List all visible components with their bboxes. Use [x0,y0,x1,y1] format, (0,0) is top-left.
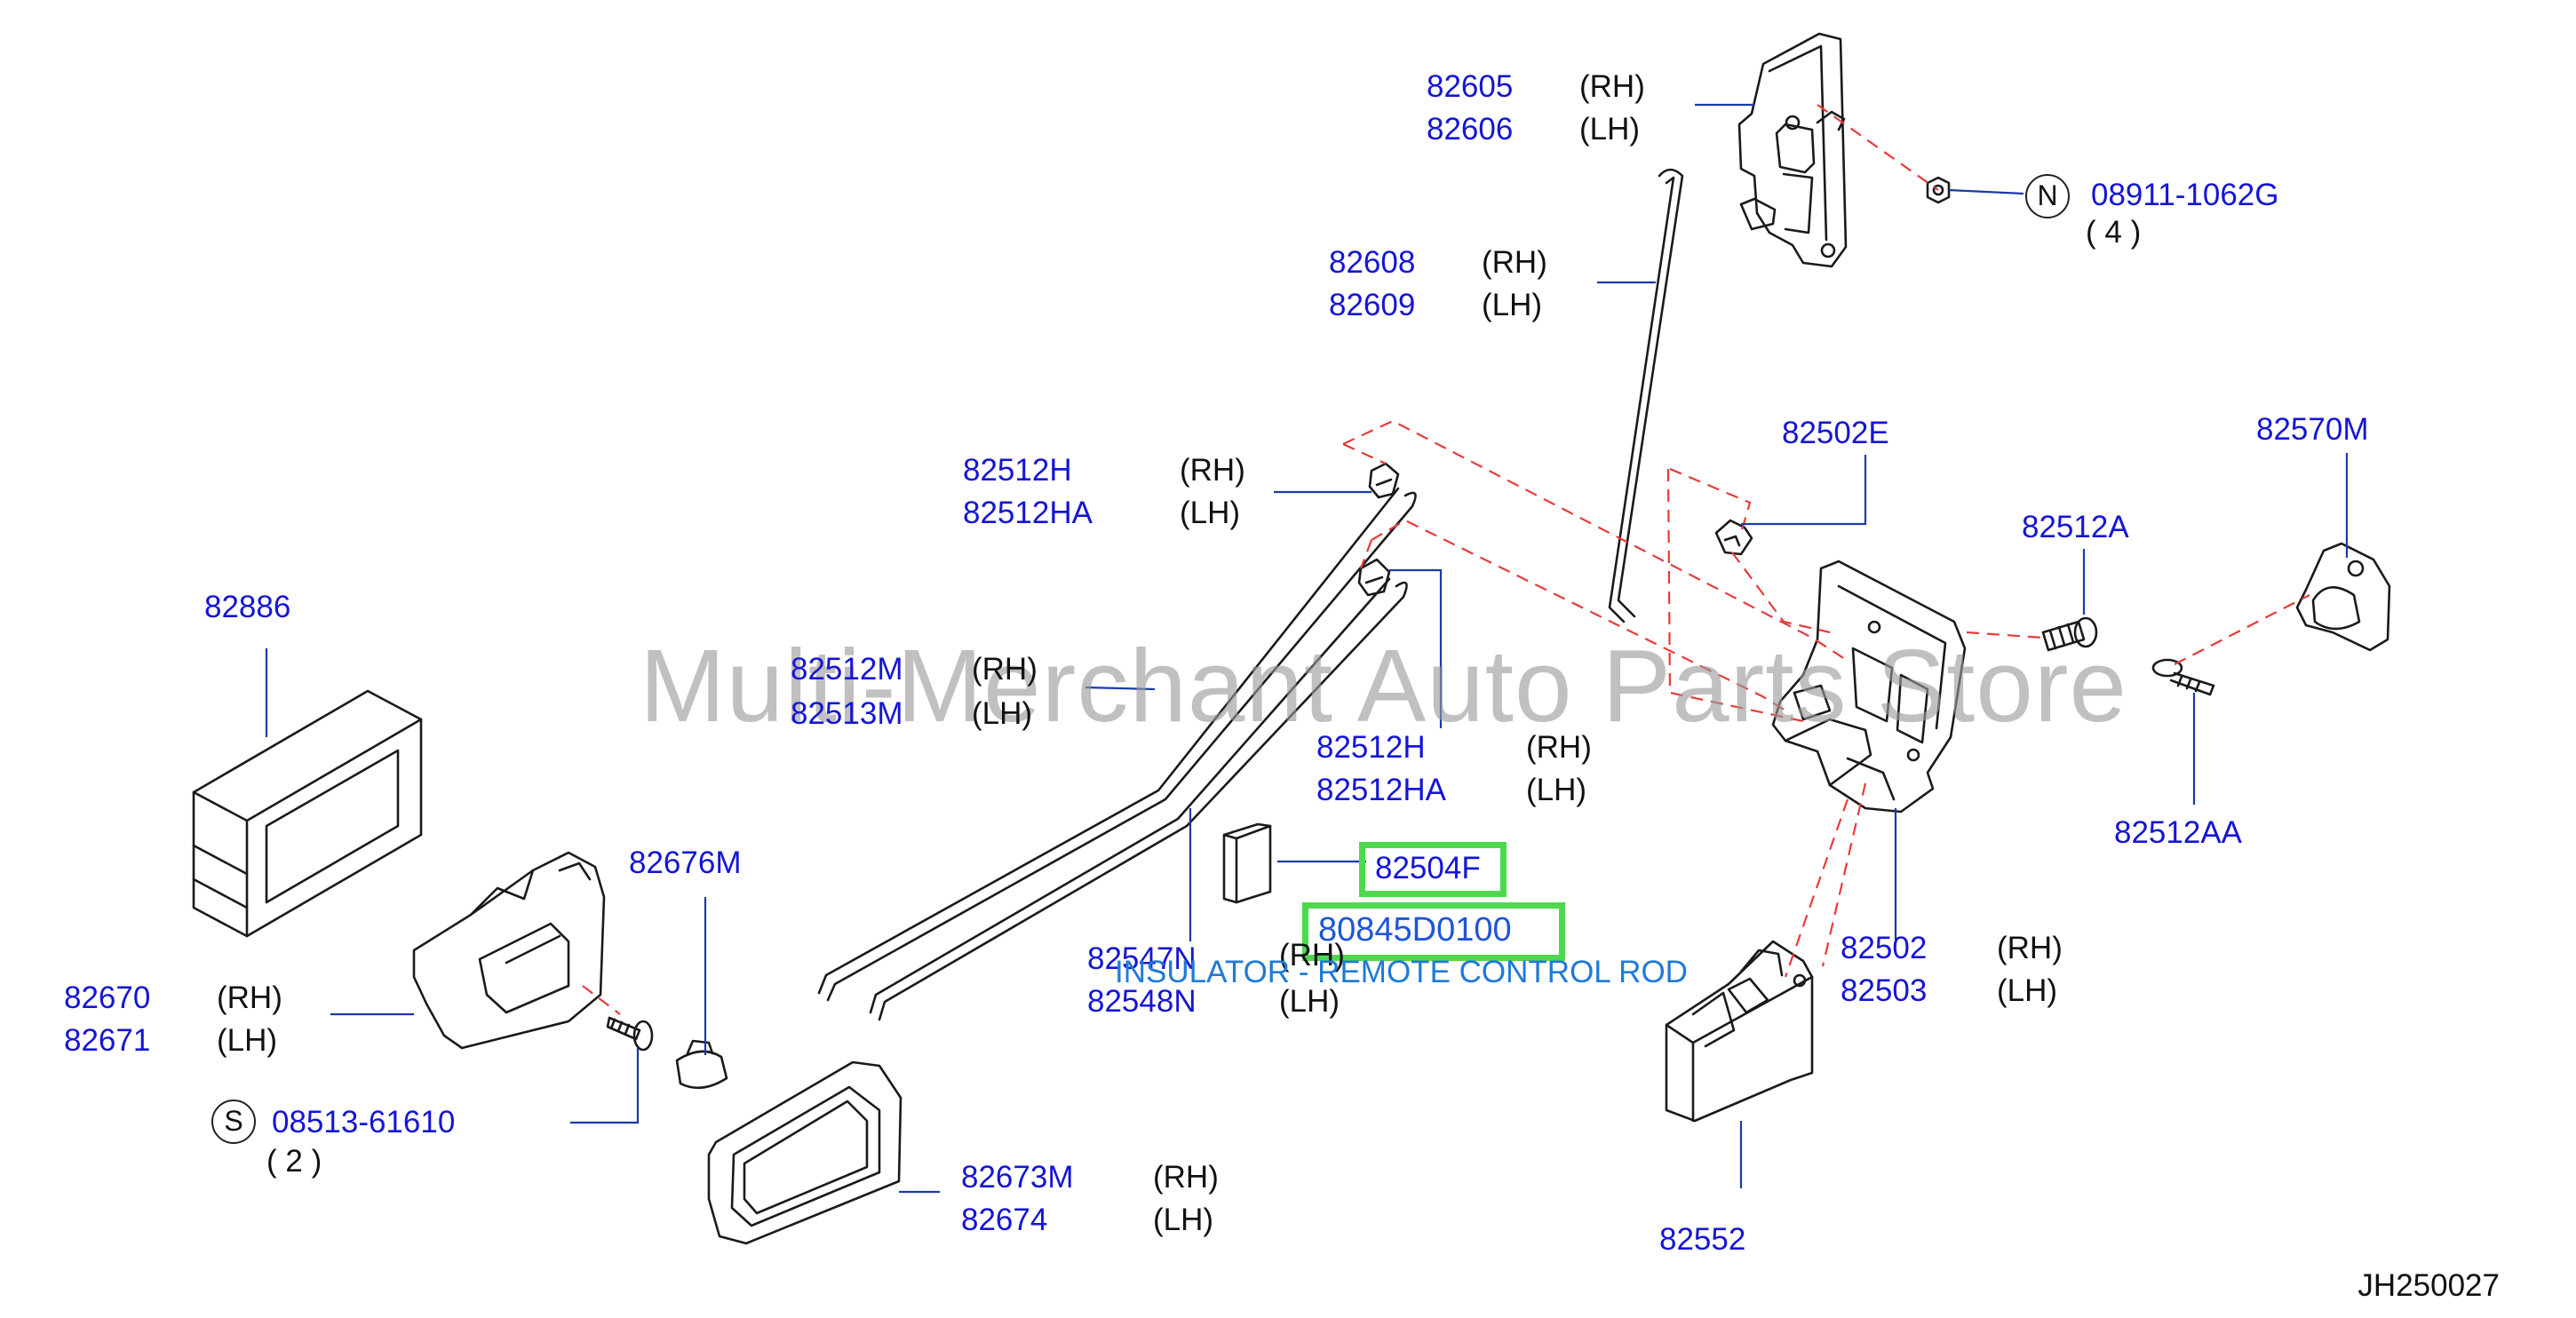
side-lh: (LH) [1279,984,1340,1019]
part-number-82676m[interactable]: 82676M [629,846,742,880]
s-symbol: S [211,1100,256,1144]
part-number-82547n[interactable]: 82547N [1087,941,1197,976]
long-rod-upper [817,487,1417,1002]
side-lh: (LH) [1997,973,2058,1008]
rod-clip [1714,519,1753,556]
side-lh: (LH) [1180,496,1241,530]
tapping-screw [606,1016,654,1052]
side-lh: (LH) [1153,1203,1214,1237]
side-rh: (RH) [1482,245,1547,280]
part-number-82512ha-lower[interactable]: 82512HA [1316,773,1446,807]
side-lh: (LH) [1579,112,1641,147]
highlight-box-80845d0100 [1302,902,1565,961]
handle-cover [707,1060,902,1245]
part-number-82512ha[interactable]: 82512HA [963,496,1093,530]
part-number-82605[interactable]: 82605 [1427,69,1514,104]
handle-escutcheon [192,689,423,938]
side-rh: (RH) [1526,730,1592,765]
side-lh: (LH) [1482,288,1543,322]
side-lh: (LH) [972,696,1033,731]
part-number-82673m[interactable]: 82673M [961,1160,1074,1195]
part-number-82570m[interactable]: 82570M [2256,412,2369,447]
leader-lines [265,103,2349,1194]
part-number-82674[interactable]: 82674 [961,1203,1048,1237]
long-rod-lower [869,577,1408,1021]
part-number-82552[interactable]: 82552 [1659,1222,1746,1257]
part-number-82670[interactable]: 82670 [64,981,151,1015]
rod-holder-lower [1357,558,1391,597]
part-number-82512m[interactable]: 82512M [791,652,903,687]
part-number-82512h-lower[interactable]: 82512H [1316,730,1426,765]
quantity-2: ( 2 ) [266,1144,322,1179]
part-number-82513m[interactable]: 82513M [791,696,903,731]
side-rh: (RH) [1180,453,1245,488]
side-rh: (RH) [1579,69,1645,104]
part-number-82606[interactable]: 82606 [1427,112,1514,147]
part-number-82886[interactable]: 82886 [204,590,291,624]
dashed-guides [582,104,2310,1015]
part-number-82609[interactable]: 82609 [1329,288,1416,322]
side-rh: (RH) [217,981,282,1015]
n-symbol: N [2025,174,2070,218]
highlight-description: INSULATOR - REMOTE CONTROL ROD [1115,955,1688,989]
part-number-82504f[interactable]: 82504F [1375,851,1481,885]
side-rh: (RH) [1153,1160,1219,1195]
part-number-82671[interactable]: 82671 [64,1023,151,1058]
lock-actuator-motor [1665,940,1814,1123]
part-number-80845d0100[interactable]: 80845D0100 [1318,911,1512,949]
part-number-82503[interactable]: 82503 [1841,973,1928,1008]
highlight-box-82504f [1359,842,1507,897]
side-lh: (LH) [217,1023,278,1058]
part-number-82608[interactable]: 82608 [1329,245,1416,280]
part-number-82512aa[interactable]: 82512AA [2114,815,2243,850]
hex-nut [1926,176,1951,204]
insulator-pad [1222,822,1272,904]
part-number-82502e[interactable]: 82502E [1782,416,1889,450]
part-number-82512a[interactable]: 82512A [2022,510,2129,544]
part-number-82502[interactable]: 82502 [1841,931,1928,965]
part-number-82548n[interactable]: 82548N [1087,984,1197,1019]
part-number-82512h[interactable]: 82512H [963,453,1072,488]
screw [2151,658,2215,696]
bolt [2041,616,2098,652]
quantity-4: ( 4 ) [2086,215,2142,250]
door-striker [2295,542,2391,652]
outside-handle-bracket [1737,32,1848,268]
watermark: Multi-Merchant Auto Parts Store [640,628,2127,743]
door-lock-actuator [1771,560,1967,814]
part-number-08911-1062g[interactable]: 08911-1062G [2091,178,2279,212]
side-lh: (LH) [1526,773,1587,807]
diagram-code: JH250027 [2357,1268,2500,1303]
grommet [675,1039,728,1090]
side-rh: (RH) [972,652,1038,687]
upper-rod [1608,168,1684,623]
part-number-08513-61610[interactable]: 08513-61610 [272,1105,456,1139]
side-rh: (RH) [1997,931,2063,965]
side-rh: (RH) [1279,938,1345,973]
inside-handle [412,851,606,1050]
